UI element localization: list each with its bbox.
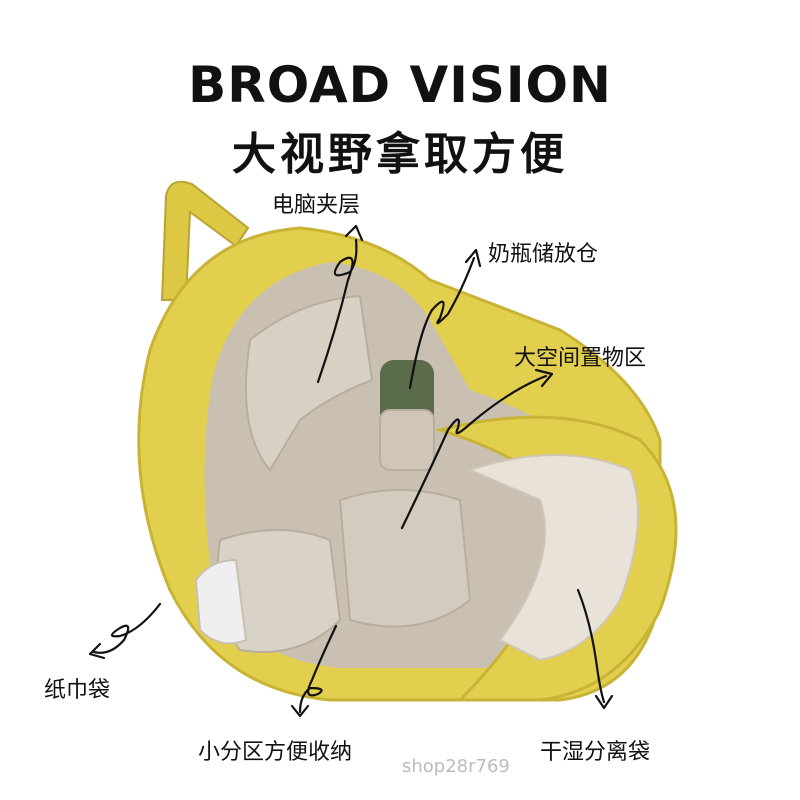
tissue-pocket bbox=[194, 558, 248, 645]
backpack-handle bbox=[160, 180, 250, 301]
headline-english: BROAD VISION bbox=[188, 56, 612, 114]
callout-small-compartments: 小分区方便收纳 bbox=[198, 740, 353, 765]
laptop-sleeve-panel bbox=[245, 294, 374, 472]
watermark: shop28r769 bbox=[402, 756, 510, 777]
headline-chinese: 大视野拿取方便 bbox=[232, 129, 568, 180]
callout-main-storage: 大空间置物区 bbox=[514, 346, 647, 371]
callout-bottle-storage: 奶瓶储放仓 bbox=[488, 242, 599, 267]
callout-wet-dry-pouch: 干湿分离袋 bbox=[540, 740, 651, 765]
callout-tissue-pocket: 纸巾袋 bbox=[44, 678, 111, 703]
wet-dry-pocket bbox=[467, 454, 639, 662]
callout-arrows bbox=[88, 224, 614, 718]
callout-laptop-layer: 电脑夹层 bbox=[272, 193, 361, 218]
